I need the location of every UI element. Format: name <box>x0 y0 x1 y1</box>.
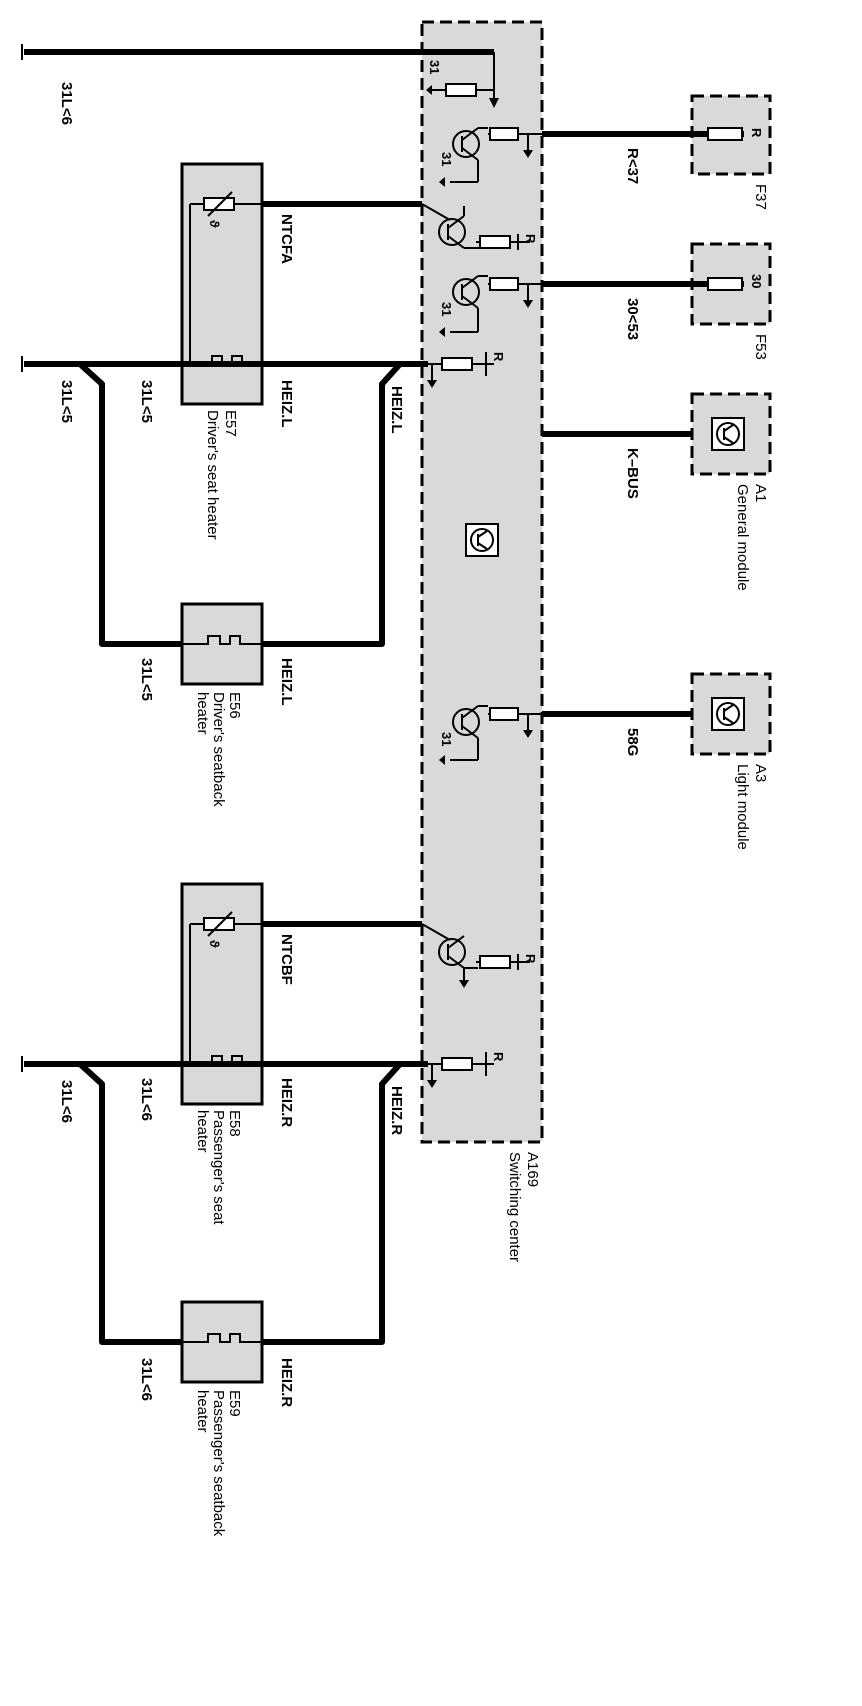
ground-wire-passenger <box>21 1052 494 1345</box>
heiz-l-e56-label: HEIZ.L <box>278 658 295 706</box>
f37-pin-label: R <box>749 128 764 138</box>
f53-pin-label: 30 <box>749 274 764 288</box>
heater-e59-name-2: heater <box>194 1390 211 1433</box>
e56-element <box>182 635 262 645</box>
fuse-f53 <box>707 277 743 291</box>
wire-kbus-label: K–BUS <box>624 448 641 499</box>
heater-e57-id: E57 <box>222 410 239 437</box>
transistor-f53 <box>439 275 542 337</box>
heater-e58-box <box>180 882 264 1106</box>
e59-element <box>182 1333 262 1343</box>
module-a3-id: A3 <box>752 764 769 782</box>
e59-ground-label: 31L<6 <box>138 1358 155 1401</box>
module-f53-id: F53 <box>752 334 769 360</box>
heiz-r-e58-label: HEIZ.R <box>278 1078 295 1127</box>
pin-r-driver: R <box>491 352 506 362</box>
module-a1-id: A1 <box>752 484 769 502</box>
e57-ground-label: 31L<5 <box>138 380 155 423</box>
ntc-theta-e57: ϑ <box>207 220 222 228</box>
e58-internals <box>189 911 262 1065</box>
e57-internals <box>189 191 262 365</box>
ntc-theta-e58: ϑ <box>207 940 222 948</box>
ground-wire-top-label: 31L<6 <box>58 82 75 125</box>
ground-wire-driver <box>21 352 494 647</box>
switching-center-frame <box>420 20 544 1144</box>
ntcbf-circuit <box>262 921 530 988</box>
wire-r37-label: R<37 <box>624 148 641 184</box>
pin-r-passenger: R <box>491 1052 506 1062</box>
ntcfa-circuit <box>262 201 530 250</box>
heiz-l-e57-label: HEIZ.L <box>278 380 295 428</box>
e56-ground-label: 31L<5 <box>138 658 155 701</box>
pin-r-t5: R <box>523 954 538 964</box>
heater-e59-name: Passenger's seatback <box>210 1390 227 1537</box>
gateway-icon-a1 <box>711 417 745 451</box>
heater-e58-name-2: heater <box>194 1110 211 1153</box>
module-a1-name: General module <box>734 484 751 591</box>
heater-e58-id: E58 <box>226 1110 243 1137</box>
heater-e56-id: E56 <box>226 692 243 719</box>
ground-wire-driver-label: 31L<5 <box>58 380 75 423</box>
wire-30-53-label: 30<53 <box>624 298 641 340</box>
heiz-r-branch-label: HEIZ.R <box>388 1086 405 1135</box>
e58-ground-label: 31L<6 <box>138 1078 155 1121</box>
pin-31-t3: 31 <box>439 302 454 316</box>
heater-e59-id: E59 <box>226 1390 243 1417</box>
ground-wire-top <box>21 44 499 108</box>
switching-center-id: A169 <box>524 1152 541 1187</box>
ground-wire-passenger-label: 31L<6 <box>58 1080 75 1123</box>
heiz-r-e59-label: HEIZ.R <box>278 1358 295 1407</box>
pin-31-t1: 31 <box>439 152 454 166</box>
heiz-l-branch-label: HEIZ.L <box>388 386 405 434</box>
heater-e56-name-2: heater <box>194 692 211 735</box>
module-a3-name: Light module <box>734 764 751 850</box>
pin-31-t4: 31 <box>439 732 454 746</box>
pin-r-t2: R <box>523 234 538 244</box>
ntcfa-label: NTCFA <box>278 214 295 264</box>
module-f37-id: F37 <box>752 184 769 210</box>
wire-58g-label: 58G <box>624 728 641 756</box>
pin-31-top: 31 <box>427 60 442 74</box>
ntcbf-label: NTCBF <box>278 934 295 985</box>
heater-e58-name: Passenger's seat <box>210 1110 227 1225</box>
switching-center-icon <box>465 523 499 557</box>
heater-e57-name: Driver's seat heater <box>204 410 221 540</box>
fuse-f37 <box>707 127 743 141</box>
transistor-58g <box>439 705 542 765</box>
switching-center-name: Switching center <box>506 1152 523 1262</box>
gateway-icon-a3 <box>711 697 745 731</box>
transistor-f37 <box>439 127 542 187</box>
heater-e56-name: Driver's seatback <box>210 692 227 807</box>
